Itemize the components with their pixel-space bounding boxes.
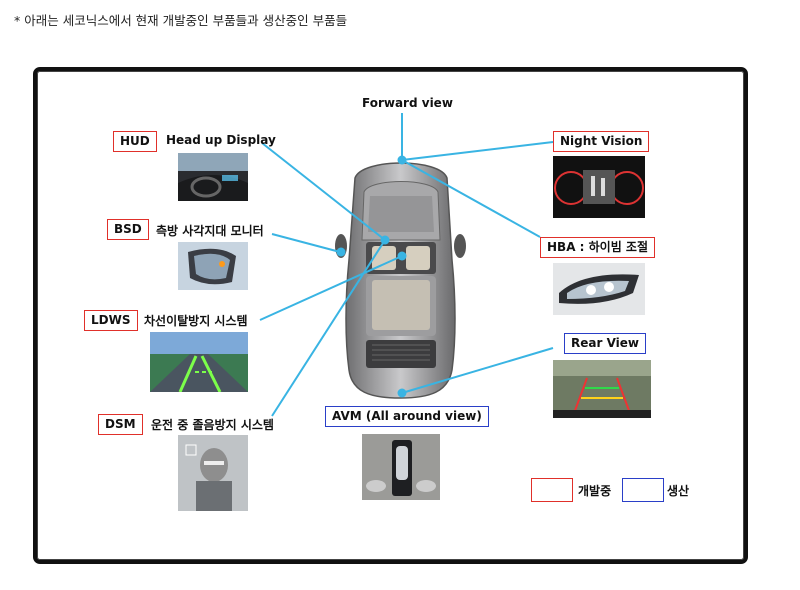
rear-view-photo: [553, 360, 651, 418]
hud-tag: HUD: [113, 131, 157, 152]
page-note: * 아래는 세코닉스에서 현재 개발중인 부품들과 생산중인 부품들: [14, 13, 348, 28]
connector-lines: [259, 113, 554, 417]
legend-producing-swatch: [622, 478, 664, 502]
dsm-tag: DSM: [98, 414, 143, 435]
hba-photo: [553, 263, 645, 315]
dsm-photo: [178, 435, 248, 511]
ldws-tag: LDWS: [84, 310, 138, 331]
night-vision-photo: [553, 156, 645, 218]
avm-tag: AVM (All around view): [325, 406, 489, 427]
ldws-photo: [150, 332, 248, 392]
rear-camera-dot: [397, 388, 407, 398]
interior-camera-dot: [380, 235, 390, 245]
bsd-tag: BSD: [107, 219, 149, 240]
legend-developing-swatch: [531, 478, 573, 502]
legend-producing-label: 생산: [667, 484, 690, 498]
bsd-description: 측방 사각지대 모니터: [156, 224, 264, 238]
avm-photo: [362, 434, 440, 500]
night-vision-tag: Night Vision: [553, 131, 650, 152]
forward-camera-dot: [397, 155, 407, 165]
forward-view-label: Forward view: [362, 96, 453, 110]
legend-developing-label: 개발중: [578, 484, 612, 498]
hba-tag: HBA : 하이빔 조절: [540, 237, 656, 258]
hud-photo: [178, 153, 248, 201]
bsd-photo: [178, 242, 248, 290]
ldws-description: 차선이탈방지 시스템: [144, 314, 248, 328]
rear-view-tag: Rear View: [564, 333, 646, 354]
dash-camera-dot: [397, 251, 407, 261]
car-image: [335, 162, 466, 399]
dsm-description: 운전 중 졸음방지 시스템: [151, 418, 274, 432]
side-mirror-dot: [336, 247, 346, 257]
hud-description: Head up Display: [166, 133, 276, 147]
